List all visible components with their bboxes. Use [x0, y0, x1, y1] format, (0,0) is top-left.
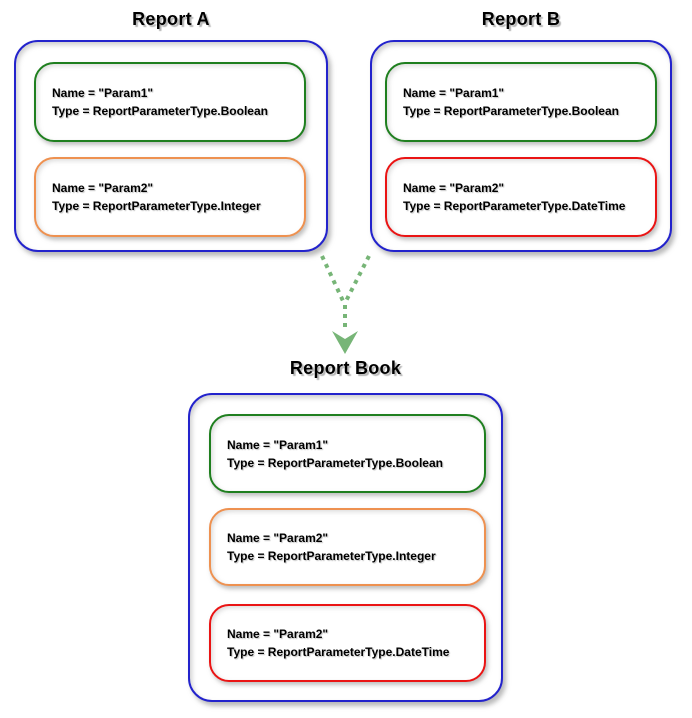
param-name-line: Name = "Param1" [52, 86, 154, 100]
merge-arrow-head [332, 331, 358, 354]
param-name-line: Name = "Param2" [403, 181, 505, 195]
param-name-line: Name = "Param2" [227, 627, 329, 641]
param-name-line: Name = "Param2" [52, 181, 154, 195]
report-book-param1-box: Name = "Param1" Type = ReportParameterTy… [209, 414, 486, 493]
report-a-title: Report A [132, 9, 210, 29]
param-type-line: Type = ReportParameterType.Boolean [403, 104, 619, 118]
report-book-title: Report Book [289, 358, 402, 378]
report-book-container: Name = "Param1" Type = ReportParameterTy… [188, 393, 503, 702]
param-type-line: Type = ReportParameterType.DateTime [403, 199, 626, 213]
param-type-line: Type = ReportParameterType.Boolean [52, 104, 268, 118]
param-type-line: Type = ReportParameterType.Boolean [227, 455, 443, 470]
merge-arrow-branch-left [320, 255, 346, 304]
report-a-param1-box: Name = "Param1" Type = ReportParameterTy… [34, 62, 306, 142]
report-b-param1-box: Name = "Param1" Type = ReportParameterTy… [385, 62, 657, 142]
param-type-line: Type = ReportParameterType.DateTime [227, 645, 450, 659]
param-name-line: Name = "Param1" [227, 437, 329, 452]
report-b-param2-box: Name = "Param2" Type = ReportParameterTy… [385, 157, 657, 237]
param-type-line: Type = ReportParameterType.Integer [227, 549, 436, 563]
param-type-line: Type = ReportParameterType.Integer [52, 199, 261, 213]
report-b-container: Name = "Param1" Type = ReportParameterTy… [370, 40, 672, 252]
param-name-line: Name = "Param1" [403, 86, 505, 100]
report-a-param2-box: Name = "Param2" Type = ReportParameterTy… [34, 157, 306, 237]
report-a-container: Name = "Param1" Type = ReportParameterTy… [14, 40, 328, 252]
report-book-param2-box: Name = "Param2" Type = ReportParameterTy… [209, 508, 486, 586]
merge-arrow-branch-right [343, 255, 371, 304]
report-book-param3-box: Name = "Param2" Type = ReportParameterTy… [209, 604, 486, 682]
report-b-title: Report B [481, 9, 561, 29]
param-name-line: Name = "Param2" [227, 531, 329, 545]
